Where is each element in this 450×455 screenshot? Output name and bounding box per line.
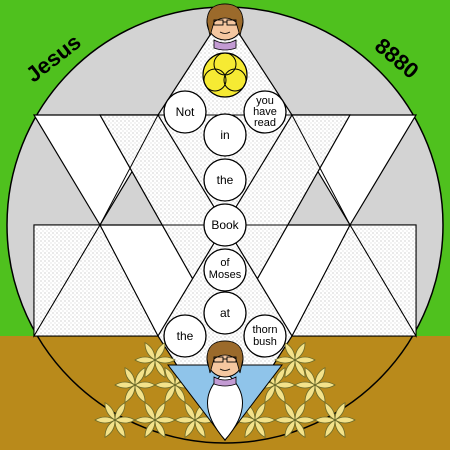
flower-petal bbox=[284, 359, 296, 378]
guide-line bbox=[291, 114, 351, 226]
flower-petal bbox=[244, 419, 256, 438]
flower-petal bbox=[144, 419, 156, 438]
word-of: of bbox=[220, 257, 230, 269]
flower-petal bbox=[334, 419, 346, 438]
flower-petal bbox=[154, 359, 166, 378]
flower-petal bbox=[254, 402, 266, 421]
flower-petal bbox=[114, 381, 136, 389]
word-moses: Moses bbox=[209, 269, 242, 281]
word-the-2: the bbox=[177, 329, 194, 343]
flower-petal bbox=[194, 419, 206, 438]
flower-petal bbox=[294, 419, 306, 438]
flower-petal bbox=[124, 367, 136, 386]
flower-petal bbox=[154, 402, 166, 421]
flower-petal bbox=[114, 419, 126, 438]
flower-petal bbox=[154, 381, 176, 389]
circle-you-have-read bbox=[243, 90, 287, 134]
halo-petal bbox=[203, 68, 227, 92]
flower-petal bbox=[294, 381, 316, 389]
circle-thorn-bush bbox=[243, 314, 287, 358]
flower-petal bbox=[104, 402, 116, 421]
flower-petal bbox=[334, 416, 356, 424]
circle-the-2 bbox=[163, 314, 207, 358]
flower-petal bbox=[134, 416, 156, 424]
word-have: have bbox=[253, 106, 277, 118]
flower-petal bbox=[314, 367, 326, 386]
word-at: at bbox=[220, 306, 231, 320]
flower-petal bbox=[144, 359, 156, 378]
flower-petal bbox=[254, 419, 266, 438]
flower-petal bbox=[134, 356, 156, 364]
flower-petal bbox=[314, 416, 336, 424]
word-you: you bbox=[256, 95, 274, 107]
top-figure-face-icon bbox=[206, 3, 244, 51]
flower-petal bbox=[184, 419, 196, 438]
flower-petal bbox=[144, 402, 156, 421]
flower-petal bbox=[334, 402, 346, 421]
guide-line bbox=[291, 224, 351, 337]
word-not: Not bbox=[176, 105, 195, 119]
flower-petal bbox=[294, 359, 306, 378]
circle-in bbox=[203, 113, 247, 157]
flower-petal bbox=[294, 342, 306, 361]
circle-book bbox=[203, 203, 247, 247]
blue-cone-petals bbox=[207, 371, 243, 441]
flower-petal bbox=[284, 402, 296, 421]
word-the-1: the bbox=[217, 173, 234, 187]
flower-petal bbox=[324, 402, 336, 421]
flower-petal bbox=[294, 356, 316, 364]
flower-petal bbox=[154, 419, 166, 438]
flower-petal bbox=[144, 342, 156, 361]
flower-of-life bbox=[94, 342, 356, 438]
flower-petal bbox=[184, 402, 196, 421]
flower-petal bbox=[134, 367, 146, 386]
flower-petal bbox=[324, 419, 336, 438]
flower-petal bbox=[314, 381, 336, 389]
flower-petal bbox=[304, 367, 316, 386]
guide-line bbox=[99, 224, 159, 337]
circle-the-1 bbox=[203, 158, 247, 202]
flower-petal bbox=[104, 419, 116, 438]
circle-at bbox=[203, 291, 247, 335]
flower-petal bbox=[284, 419, 296, 438]
flower-petal bbox=[114, 402, 126, 421]
circle-not bbox=[163, 90, 207, 134]
word-thorn: thorn bbox=[252, 324, 277, 336]
word-in: in bbox=[220, 128, 229, 142]
guide-line bbox=[99, 114, 159, 226]
flower-petal bbox=[164, 367, 176, 386]
flower-petal bbox=[174, 416, 196, 424]
flower-petal bbox=[94, 416, 116, 424]
word-bush: bush bbox=[253, 336, 277, 348]
word-book: Book bbox=[211, 218, 239, 232]
flower-petal bbox=[274, 356, 296, 364]
word-read: read bbox=[254, 117, 276, 129]
flower-petal bbox=[274, 416, 296, 424]
flower-petal bbox=[294, 402, 306, 421]
flower-petal bbox=[154, 356, 176, 364]
flower-petal bbox=[274, 367, 286, 386]
halo-petal bbox=[223, 68, 247, 92]
bottom-figure-face-icon bbox=[206, 340, 244, 387]
circle-of-moses bbox=[203, 248, 247, 292]
